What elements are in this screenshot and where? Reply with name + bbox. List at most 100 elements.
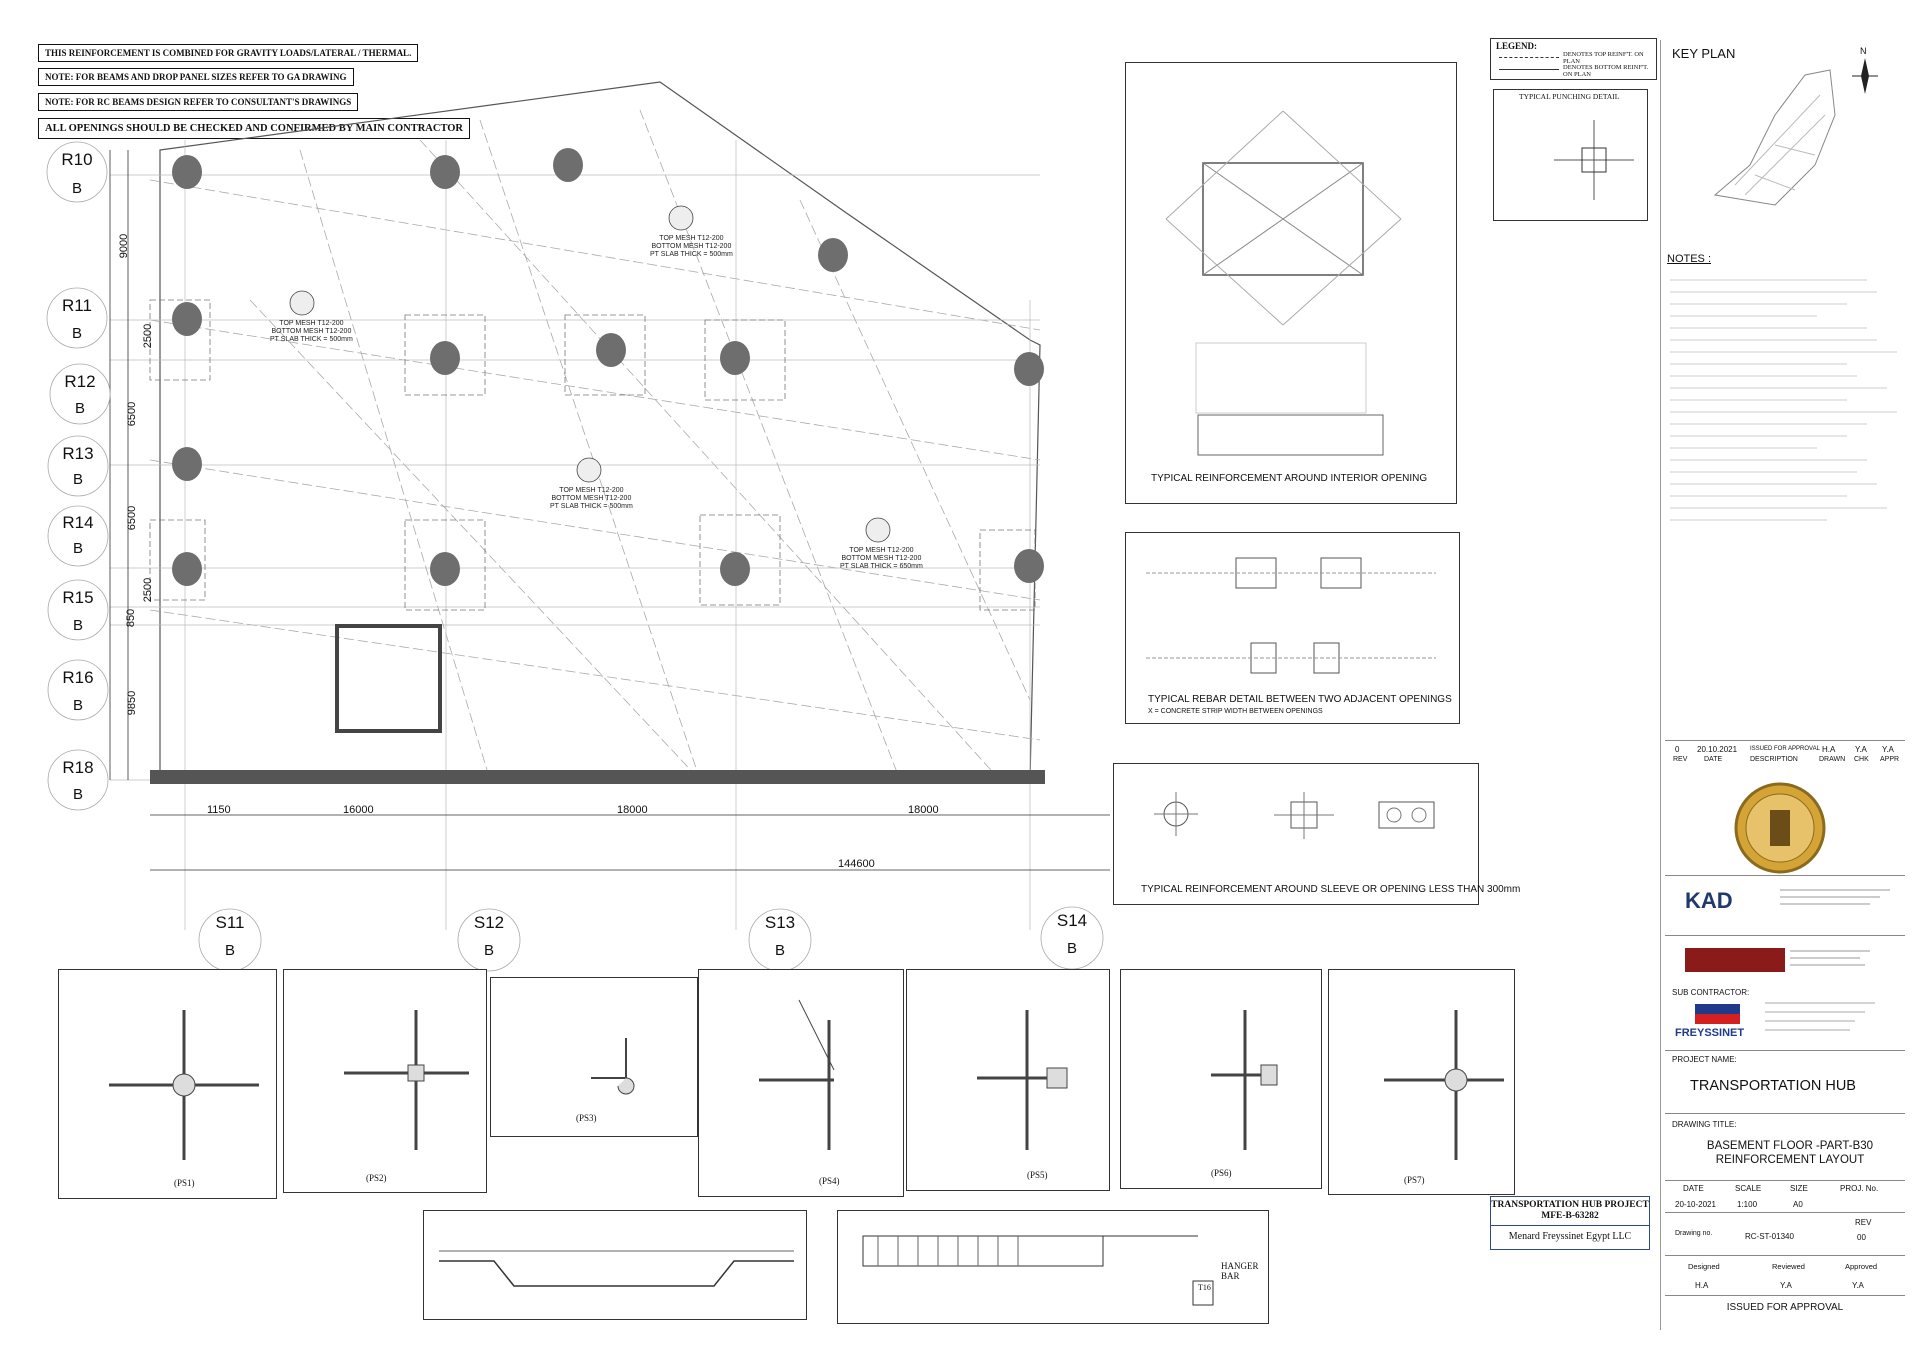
scab-sketch xyxy=(439,1250,794,1287)
note-beams-drop-panel: NOTE: FOR BEAMS AND DROP PANEL SIZES REF… xyxy=(38,68,354,86)
row-label-r16: R16 xyxy=(62,668,94,687)
row-sub-r13: B xyxy=(72,471,83,488)
stamp-line-2: MFE-B-63282 xyxy=(1541,1211,1599,1221)
detail-ps3: (PS3) xyxy=(490,977,698,1137)
drawing-title-label: DRAWING TITLE: xyxy=(1672,1120,1737,1129)
row-dim: 9850 xyxy=(126,690,139,716)
row-sub-r10: B xyxy=(71,180,82,197)
col-sub-s14: B xyxy=(1066,940,1077,957)
key-plan-title: KEY PLAN xyxy=(1672,46,1736,61)
interior-opening-caption: TYPICAL REINFORCEMENT AROUND INTERIOR OP… xyxy=(1151,473,1428,484)
ps5-sketch xyxy=(977,1010,1068,1150)
detail-ps4: (PS4) xyxy=(698,969,904,1197)
freyssinet-logo-mark xyxy=(1695,1004,1740,1024)
row-bubbles xyxy=(46,141,111,811)
ps2-label: (PS2) xyxy=(366,1173,387,1183)
legend-top-text: DENOTES TOP REINF'T. ON PLAN xyxy=(1563,51,1644,65)
column-marker xyxy=(1014,352,1044,386)
punching-title: TYPICAL PUNCHING DETAIL xyxy=(1519,92,1620,101)
detail-ps5: (PS5) xyxy=(906,969,1110,1191)
interior-opening-sketch xyxy=(1165,110,1402,456)
detail-ps6: (PS6) xyxy=(1120,969,1322,1189)
contractor-logo xyxy=(1685,948,1785,972)
row-sub-r11: B xyxy=(71,325,82,342)
tb-line xyxy=(1665,1113,1905,1114)
ps1-label: (PS1) xyxy=(174,1178,195,1188)
drawing-no-label: Drawing no. xyxy=(1675,1230,1713,1237)
scale-value: 1:100 xyxy=(1737,1200,1758,1209)
date-label: DATE xyxy=(1683,1184,1704,1193)
note-combined-loads: THIS REINFORCEMENT IS COMBINED FOR GRAVI… xyxy=(38,44,419,62)
adjacent-openings-sketch xyxy=(1146,557,1436,674)
row-dim: 2500 xyxy=(142,323,155,349)
row-label-r14: R14 xyxy=(62,513,94,532)
stamp-line-3: Menard Freyssinet Egypt LLC xyxy=(1508,1231,1632,1242)
detail-adjacent-openings: TYPICAL REBAR DETAIL BETWEEN TWO ADJACEN… xyxy=(1125,532,1460,724)
key-plan-map xyxy=(1713,69,1836,206)
row-dim: 850 xyxy=(125,608,138,628)
col-label-s11: S11 xyxy=(215,913,245,932)
legend-top-line xyxy=(1499,57,1559,58)
detail-scab xyxy=(423,1210,807,1320)
designed-value: H.A xyxy=(1695,1281,1709,1290)
row-dim: 6500 xyxy=(126,401,139,427)
ps4-label: (PS4) xyxy=(819,1176,840,1186)
tb-line xyxy=(1665,875,1905,876)
tb-line xyxy=(1665,1212,1905,1213)
proj-no-label: PROJ. No. xyxy=(1840,1184,1879,1193)
t16-label: T16 xyxy=(1198,1283,1211,1292)
rev-line xyxy=(1665,740,1905,741)
row-sub-r14: B xyxy=(72,540,83,557)
ps6-label: (PS6) xyxy=(1211,1168,1232,1178)
tb-line xyxy=(1665,1050,1905,1051)
col-dim: 18000 xyxy=(908,804,939,816)
col-dim: 16000 xyxy=(343,804,374,816)
notes-text-block xyxy=(1670,279,1897,521)
ps6-sketch xyxy=(1211,1010,1278,1150)
detail-hanger: HANGER BAR T16 xyxy=(837,1210,1269,1324)
column-marker xyxy=(172,552,202,586)
column-marker xyxy=(430,341,460,375)
sleeve-caption: TYPICAL REINFORCEMENT AROUND SLEEVE OR O… xyxy=(1141,884,1521,895)
col-grid xyxy=(184,140,1031,930)
tb-line xyxy=(1665,1255,1905,1256)
row-label-r10: R10 xyxy=(61,150,93,169)
hanger-label: HANGER BAR xyxy=(1221,1261,1259,1281)
column-marker xyxy=(818,238,848,272)
size-label: SIZE xyxy=(1790,1184,1808,1193)
ps2-sketch xyxy=(344,1010,469,1150)
date-value: 20-10-2021 xyxy=(1675,1200,1716,1209)
drawing-title-2: REINFORCEMENT LAYOUT xyxy=(1715,1154,1865,1166)
column-marker xyxy=(172,302,202,336)
row-sub-r12: B xyxy=(74,400,85,417)
total-dim: 144600 xyxy=(838,858,875,870)
rev-label: REV xyxy=(1855,1218,1872,1227)
row-label-r11: R11 xyxy=(62,296,92,315)
legend-bottom-line xyxy=(1499,69,1559,70)
row-dim: 9000 xyxy=(118,233,131,259)
ps7-sketch xyxy=(1384,1010,1504,1160)
company-seal xyxy=(1734,782,1826,874)
column-marker xyxy=(172,447,202,481)
column-bubbles xyxy=(198,906,1104,972)
note-openings: ALL OPENINGS SHOULD BE CHECKED AND CONFI… xyxy=(38,118,471,139)
approved-value: Y.A xyxy=(1852,1281,1864,1290)
sleeve-opening-sketch xyxy=(1154,792,1435,839)
ps7-label: (PS7) xyxy=(1404,1175,1425,1185)
column-marker xyxy=(720,552,750,586)
approved-label: Approved xyxy=(1845,1262,1878,1271)
kad-text-block xyxy=(1780,889,1890,905)
project-name-label: PROJECT NAME: xyxy=(1672,1055,1737,1064)
notes-title: NOTES : xyxy=(1667,253,1712,265)
col-label-s12: S12 xyxy=(473,913,505,932)
punching-sketch xyxy=(1554,120,1634,200)
row-grid xyxy=(110,174,1040,781)
ps3-label: (PS3) xyxy=(576,1113,597,1123)
row-sub-r18: B xyxy=(72,786,83,803)
size-value: A0 xyxy=(1793,1200,1803,1209)
col-label-s14: S14 xyxy=(1056,911,1088,930)
slab-opening xyxy=(335,624,442,733)
